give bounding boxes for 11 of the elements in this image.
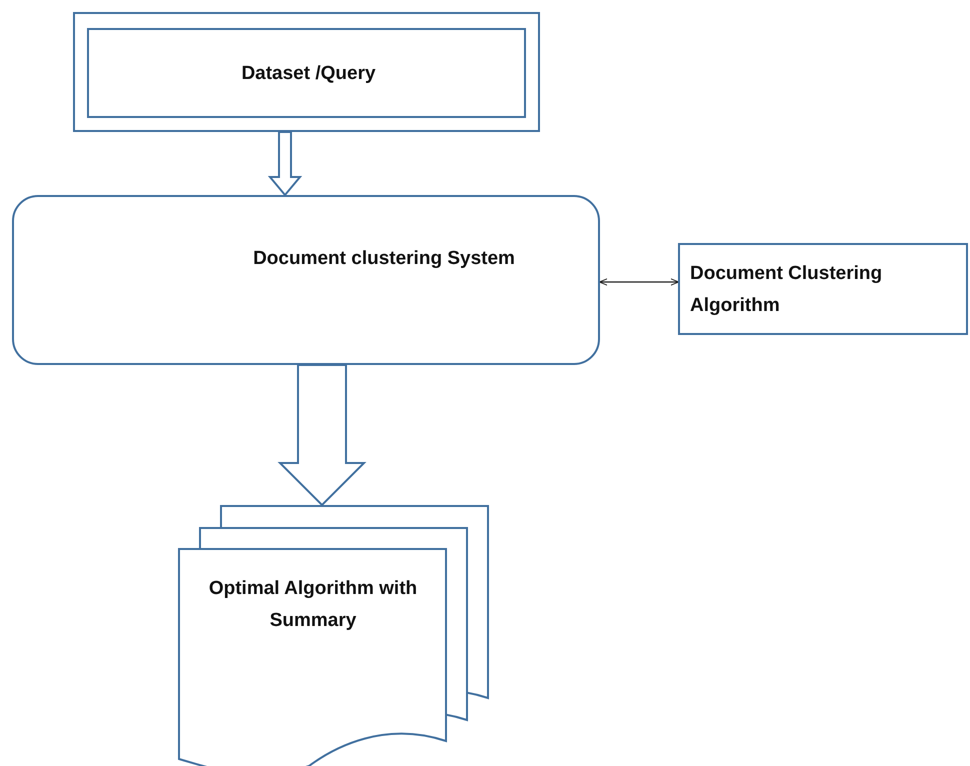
node-label: Document Clustering Algorithm xyxy=(690,262,884,318)
multi-document-shape xyxy=(178,505,487,763)
rounded-process-box xyxy=(12,195,600,365)
block-arrow xyxy=(268,131,302,197)
block-arrow xyxy=(278,364,366,506)
double-headed-arrow xyxy=(598,278,680,286)
process-box xyxy=(678,243,968,335)
node-label: Document clustering System xyxy=(252,246,516,271)
double-border-box xyxy=(73,12,540,132)
node-label: Dataset /Query xyxy=(240,62,377,86)
node-label: Optimal Algorithm with Summary xyxy=(208,576,418,633)
